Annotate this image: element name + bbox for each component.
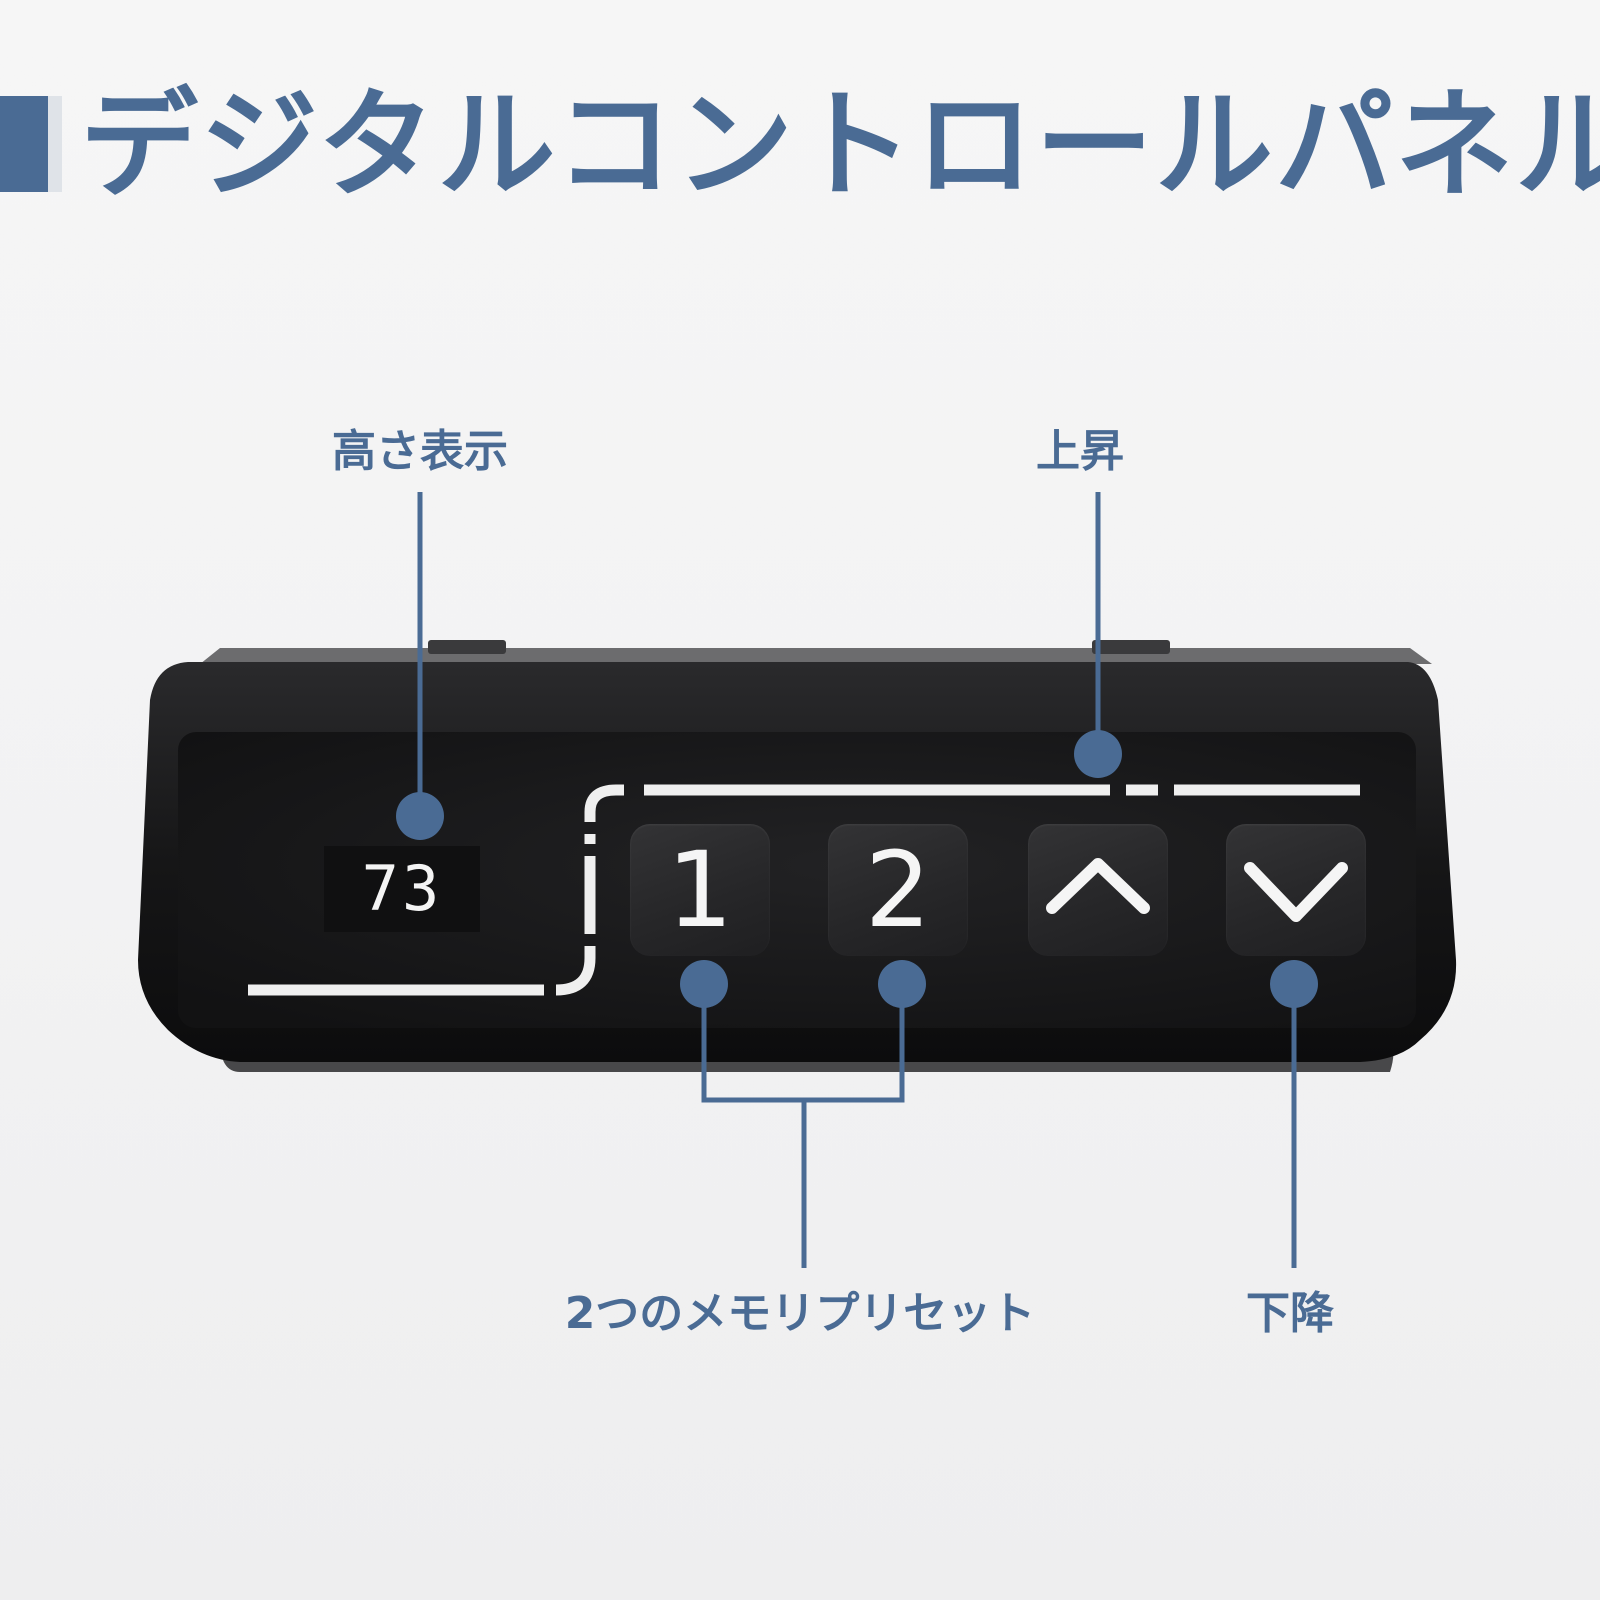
memory-2-button[interactable]: 2: [828, 824, 968, 956]
panel-top-ledge: [200, 648, 1432, 664]
callout-dot-memory-1: [680, 960, 728, 1008]
height-readout: 73: [324, 846, 480, 932]
chevron-down-icon: [1244, 862, 1348, 922]
memory-1-button[interactable]: 1: [630, 824, 770, 956]
panel-top-notch-right: [1092, 640, 1170, 654]
up-label: 上昇: [1036, 426, 1124, 477]
callout-dot-down: [1270, 960, 1318, 1008]
height-display-label: 高さ表示: [332, 426, 508, 477]
down-button[interactable]: [1226, 824, 1366, 956]
page-title: デジタルコントロールパネル: [80, 76, 1600, 214]
panel-guide-lines: [248, 784, 1360, 996]
chevron-up-icon: [1046, 858, 1150, 914]
title-accent-bar: [0, 96, 48, 192]
memory-presets-label: 2つのメモリプリセット: [564, 1288, 1036, 1339]
callout-lines: [417, 492, 1297, 1268]
down-label: 下降: [1246, 1288, 1334, 1339]
callout-dot-up: [1074, 730, 1122, 778]
title-accent-edge: [48, 96, 62, 192]
panel-top-notch-left: [428, 640, 506, 654]
up-button[interactable]: [1028, 824, 1168, 956]
callout-dot-memory-2: [878, 960, 926, 1008]
callout-dot-height: [396, 792, 444, 840]
